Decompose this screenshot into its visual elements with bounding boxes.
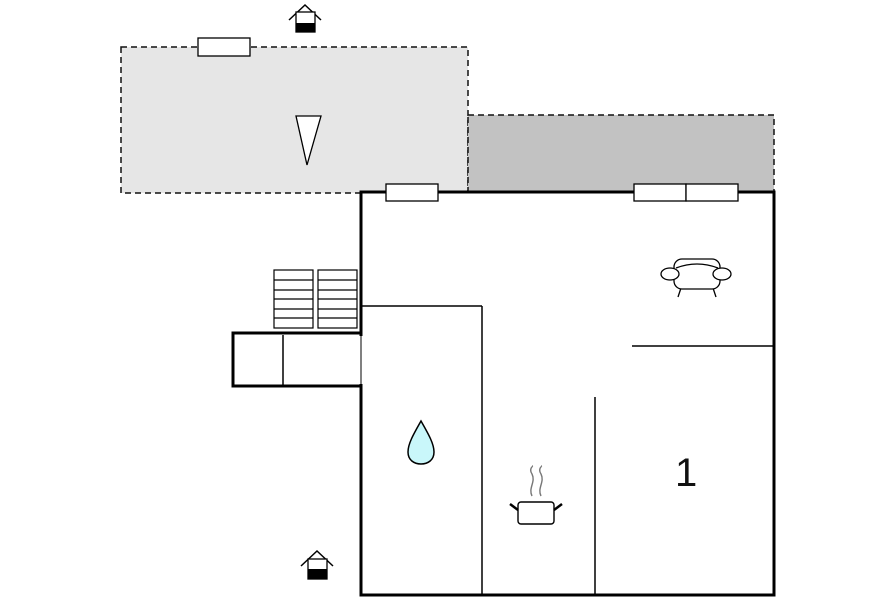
annex bbox=[231, 331, 363, 388]
house-outline bbox=[359, 190, 776, 597]
sofa-icon bbox=[660, 258, 732, 298]
window bbox=[685, 183, 739, 202]
room-number-label: 1 bbox=[675, 451, 697, 495]
window bbox=[197, 37, 251, 57]
window bbox=[633, 183, 687, 202]
cooking-pot-icon bbox=[509, 465, 563, 525]
stairs-icon bbox=[273, 269, 358, 329]
terrace-left bbox=[120, 46, 469, 194]
sun-lounger-icon bbox=[295, 115, 322, 166]
entrance-icon bbox=[288, 3, 322, 33]
window bbox=[385, 183, 439, 202]
entrance-icon bbox=[300, 549, 334, 580]
water-drop-icon bbox=[407, 419, 435, 465]
terrace-right bbox=[467, 114, 775, 194]
